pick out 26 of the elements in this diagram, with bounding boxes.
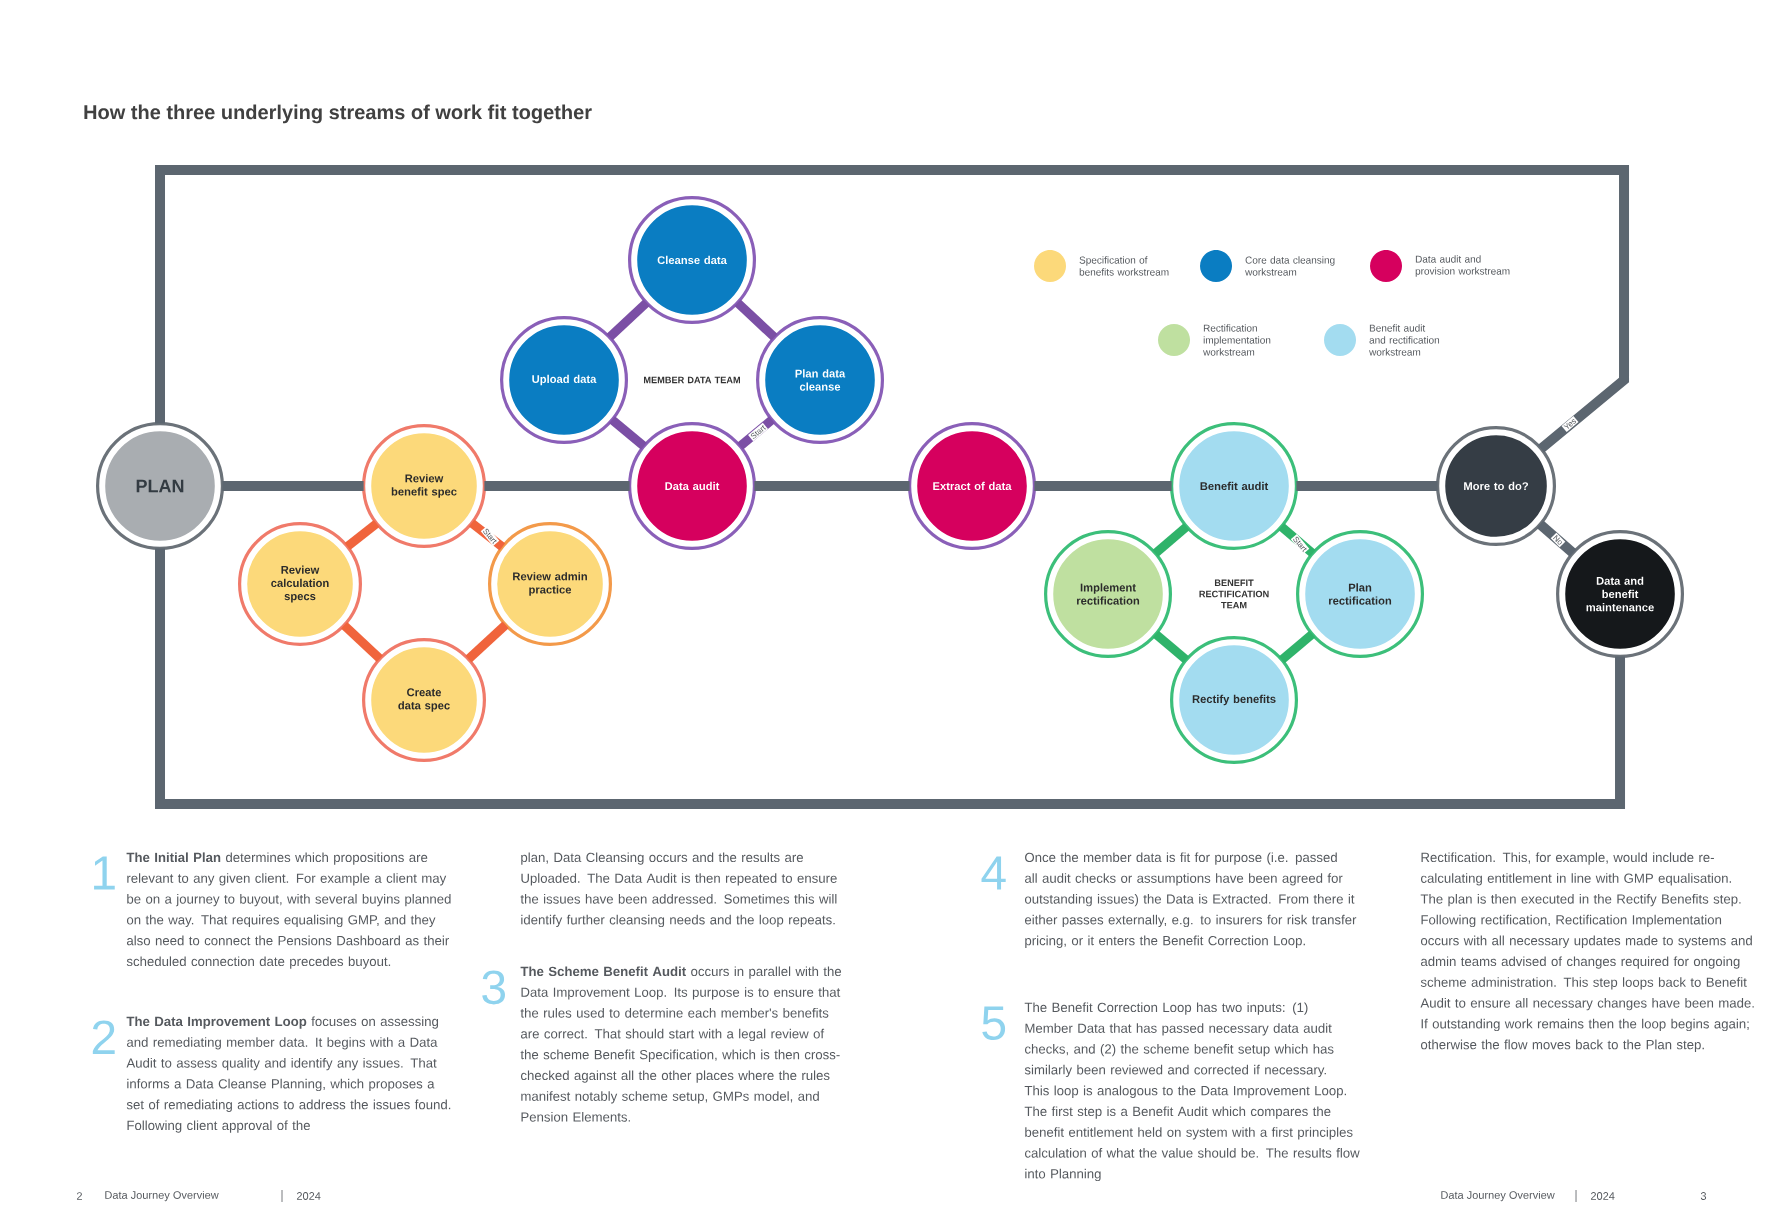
track-line — [222, 481, 364, 491]
loop-connector — [734, 299, 778, 341]
loop-connector — [341, 621, 383, 663]
loop-connector — [1152, 630, 1190, 664]
loop-connector — [606, 299, 650, 341]
track-line — [484, 481, 630, 491]
loop-connector — [1278, 630, 1316, 664]
step-number: 1 — [94, 856, 115, 890]
loop-connector — [1278, 523, 1316, 557]
loop-connector — [344, 519, 380, 551]
track-line — [155, 165, 1629, 453]
track-line — [754, 481, 910, 491]
track-line — [1034, 481, 1172, 491]
step-number: 3 — [482, 970, 505, 1005]
track-line — [1536, 520, 1577, 557]
loop-connector — [609, 416, 647, 450]
loop-connector — [1152, 523, 1190, 557]
loop-connector — [468, 519, 506, 551]
step-number: 5 — [982, 1006, 1006, 1040]
loop-connector — [465, 621, 509, 663]
track-line — [1296, 481, 1438, 491]
step-number: 4 — [981, 856, 1006, 890]
title: How the three underlying streams of work fit together — [84, 104, 592, 124]
loop-connector — [737, 416, 775, 450]
track-line — [155, 548, 1625, 809]
step-number: 2 — [92, 1020, 115, 1054]
